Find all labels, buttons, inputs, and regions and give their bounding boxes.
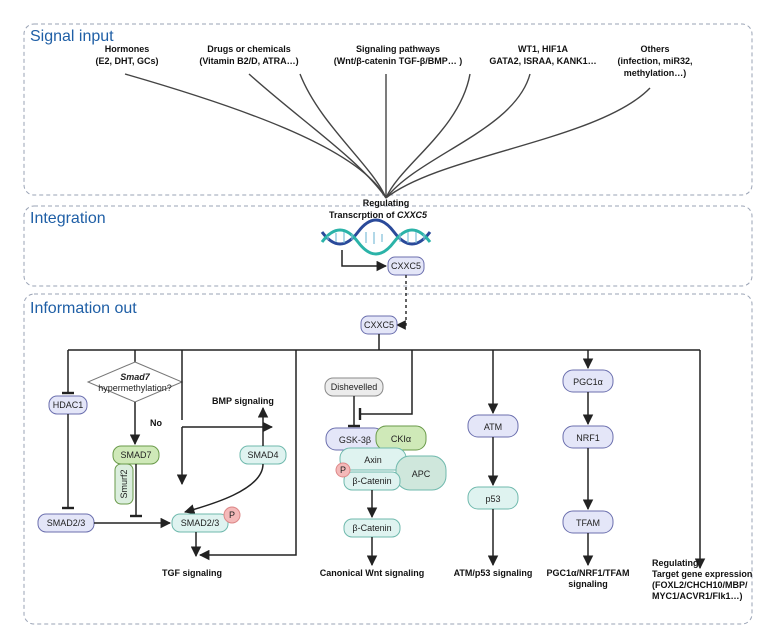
- axin-label: Axin: [364, 455, 382, 465]
- integration-to-output-dashed: [396, 275, 407, 330]
- atm-label: ATM: [484, 422, 502, 432]
- input-tfs-line2: GATA2, ISRAA, KANK1…: [489, 56, 596, 66]
- nrf1-label: NRF1: [576, 433, 600, 443]
- input-others-line3: methylation…): [624, 68, 687, 78]
- smad23-phospho-badge: [223, 506, 241, 524]
- smad23-left-label: SMAD2/3: [47, 518, 86, 528]
- input-others-line1: Others: [640, 44, 669, 54]
- pgc1a-label: PGC1α: [573, 377, 603, 387]
- curve-drugs: [248, 73, 387, 199]
- main-bus: [68, 334, 700, 351]
- integration-regulating-label: Regulating: [363, 198, 410, 208]
- input-pathways-line1: Signaling pathways: [356, 44, 440, 54]
- input-pathways-line2: (Wnt/β-catenin TGF-β/BMP… ): [334, 56, 462, 66]
- input-transcription-factors: WT1, HIF1A GATA2, ISRAA, KANK1…: [489, 44, 596, 66]
- curve-others: [385, 87, 651, 199]
- smad4-label: SMAD4: [247, 450, 278, 460]
- smad7-hypermethylation-diamond: [86, 361, 184, 403]
- smurf2-label: Smurf2: [119, 469, 129, 498]
- converging-signal-curves: [124, 73, 651, 199]
- atm-signaling-label: ATM/p53 signaling: [454, 568, 533, 578]
- pgc-signaling-line1: PGC1α/NRF1/TFAM: [546, 568, 629, 578]
- curve-hormones: [124, 73, 387, 199]
- dna-to-cxxc5-arrow: [341, 250, 388, 272]
- tgf-signaling-label: TGF signaling: [162, 568, 222, 578]
- smad4-to-smad23: [183, 463, 264, 515]
- hdac1-label: HDAC1: [53, 400, 84, 410]
- input-hormones-line2: (E2, DHT, GCs): [95, 56, 158, 66]
- output-cxxc5-label: CXXC5: [364, 320, 394, 330]
- ckia-label: CKIα: [391, 434, 411, 444]
- information-out-panel: [23, 293, 753, 625]
- bus-to-tgf-arrow: [198, 350, 297, 561]
- target-line3: (FOXL2/CHCH10/MBP/: [652, 580, 748, 590]
- transcription-prefix: Transcrption of: [329, 210, 397, 220]
- integration-transcription-label: Transcrption of CXXC5: [329, 210, 428, 220]
- input-drugs-line1: Drugs or chemicals: [207, 44, 291, 54]
- target-line4: MYC1/ACVR1/Flk1…): [652, 591, 743, 601]
- apc-label: APC: [412, 469, 431, 479]
- diamond-line2: hypermethylation?: [98, 383, 172, 393]
- wnt-signaling-label: Canonical Wnt signaling: [320, 568, 425, 578]
- target-line2: Target gene expression: [652, 569, 752, 579]
- bcatenin-label: β-Catenin: [352, 523, 391, 533]
- smurf2-node: [114, 463, 134, 505]
- diamond-line1: Smad7: [120, 372, 151, 382]
- signal-input-panel: [23, 23, 753, 196]
- tfam-label: TFAM: [576, 518, 600, 528]
- gsk3b-label: GSK-3β: [339, 435, 371, 445]
- pgc-signaling-line2: signaling: [568, 579, 608, 589]
- bcatenin-phospho-badge: [335, 462, 351, 478]
- smad23-right-node: [171, 513, 229, 533]
- bcatenin-phospho-p: P: [340, 465, 346, 475]
- curve-extra-left: [299, 73, 387, 199]
- signal-input-title: Signal input: [30, 28, 114, 45]
- dna-helix-icon: [320, 218, 432, 256]
- input-tfs-line1: WT1, HIF1A: [518, 44, 569, 54]
- input-others-line2: (infection, miR32,: [617, 56, 692, 66]
- curve-extra-right: [385, 73, 471, 199]
- p53-label: p53: [485, 494, 500, 504]
- smad23-phospho-label: P: [229, 510, 235, 520]
- transcription-gene: CXXC5: [397, 210, 428, 220]
- input-drugs: Drugs or chemicals (Vitamin B2/D, ATRA…): [199, 44, 298, 66]
- bmp-signaling-label: BMP signaling: [212, 396, 274, 406]
- bcatenin-phospho-label: β-Catenin: [352, 476, 391, 486]
- information-out-title: Information out: [30, 300, 137, 317]
- dishevelled-label: Dishevelled: [331, 382, 378, 392]
- integration-title: Integration: [30, 210, 106, 227]
- integration-panel: [23, 205, 753, 287]
- integration-cxxc5-label: CXXC5: [391, 261, 421, 271]
- input-drugs-line2: (Vitamin B2/D, ATRA…): [199, 56, 298, 66]
- no-label: No: [150, 418, 162, 428]
- input-others: Others (infection, miR32, methylation…): [617, 44, 692, 78]
- curve-tfs: [385, 73, 531, 199]
- smad7-label: SMAD7: [120, 450, 151, 460]
- input-hormones-line1: Hormones: [105, 44, 150, 54]
- bus-inhibit-dishevelled-link: [358, 350, 413, 420]
- target-line1: Regulating: [652, 558, 699, 568]
- smad23-right-label: SMAD2/3: [181, 518, 220, 528]
- input-pathways: Signaling pathways (Wnt/β-catenin TGF-β/…: [334, 44, 462, 66]
- input-hormones: Hormones (E2, DHT, GCs): [95, 44, 158, 66]
